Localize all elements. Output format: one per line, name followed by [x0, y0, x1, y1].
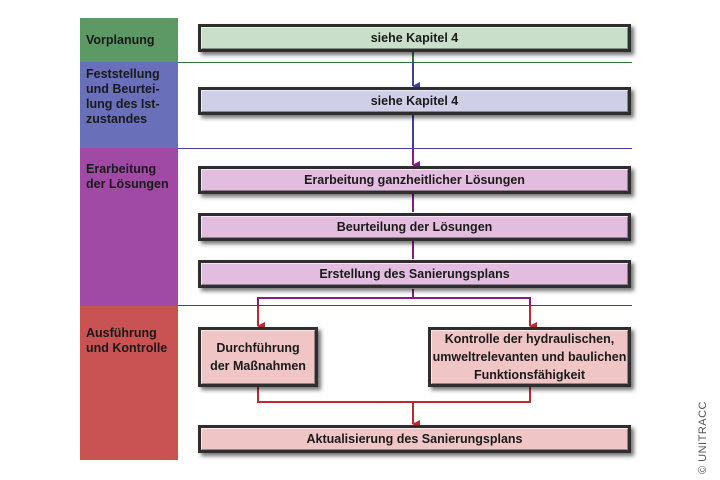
phase-ausfuehrung: Ausführung und Kontrolle: [80, 306, 178, 460]
phase-ist-zustand: Feststellung und Beurtei-lung des Ist-zu…: [80, 62, 178, 148]
phase-label: Feststellung und Beurtei-lung des Ist-zu…: [86, 67, 160, 126]
step-label: Erarbeitung ganzheitlicher Lösungen: [304, 173, 525, 187]
phase-label: Ausführung und Kontrolle: [86, 326, 168, 355]
connector: [257, 387, 531, 403]
connector: [413, 297, 531, 306]
separator-line: [178, 62, 632, 63]
step-label: siehe Kapitel 4: [370, 94, 459, 108]
step-label: siehe Kapitel 4: [370, 31, 459, 45]
step-aktualisierung: Aktualisierung des Sanierungsplans: [198, 425, 631, 453]
connector: [257, 289, 414, 306]
separator-line: [178, 148, 632, 149]
phase-loesungen: Erarbeitung der Lösungen: [80, 148, 178, 306]
step-kontrolle: Kontrolle der hydraulischen, umweltrelev…: [428, 327, 631, 387]
step-label: Aktualisierung des Sanierungsplans: [306, 432, 523, 446]
step-ist-zustand: siehe Kapitel 4: [198, 87, 631, 115]
step-label: Erstellung des Sanierungsplans: [319, 267, 510, 281]
step-label: Beurteilung der Lösungen: [336, 220, 493, 234]
step-durchfuehrung: Durchführung der Maßnahmen: [198, 327, 318, 387]
phase-label: Erarbeitung der Lösungen: [86, 162, 169, 191]
step-label: Kontrolle der hydraulischen, umweltrelev…: [432, 332, 627, 382]
step-ganzheitliche-loesungen: Erarbeitung ganzheitlicher Lösungen: [198, 166, 631, 194]
phase-vorplanung: Vorplanung: [80, 18, 178, 62]
step-beurteilung: Beurteilung der Lösungen: [198, 213, 631, 241]
step-vorplanung: siehe Kapitel 4: [198, 24, 631, 52]
copyright-notice: © UNITRACC: [697, 401, 709, 474]
step-label: Durchführung der Maßnahmen: [210, 341, 306, 373]
step-erstellung: Erstellung des Sanierungsplans: [198, 260, 631, 288]
separator-line: [178, 305, 632, 306]
phase-label: Vorplanung: [86, 32, 155, 47]
